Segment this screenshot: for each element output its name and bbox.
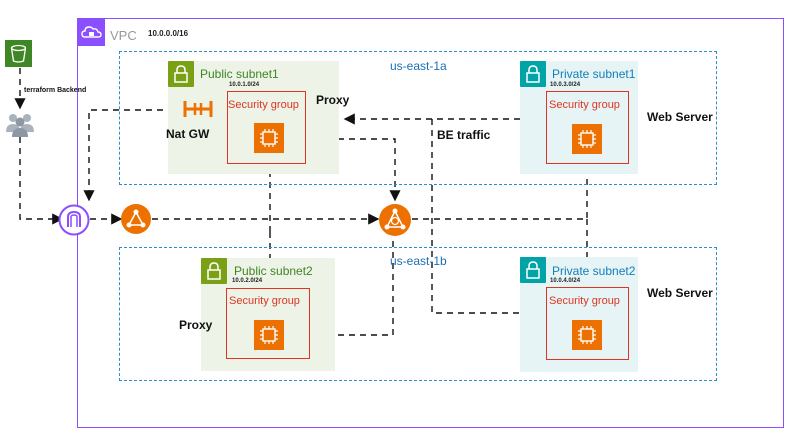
public-subnet-1-title: Public subnet1 (200, 67, 279, 81)
lock-icon (520, 61, 546, 87)
security-group-private-1 (546, 91, 629, 164)
private-subnet-2-title: Private subnet2 (552, 264, 636, 278)
load-balancer-icon (120, 203, 152, 235)
public-subnet-2-title: Public subnet2 (234, 264, 313, 278)
availability-zone-1b (119, 247, 717, 381)
proxy-label-bottom: Proxy (179, 318, 213, 332)
web-server-label-bottom: Web Server (647, 286, 713, 300)
security-group-public-1 (227, 91, 306, 164)
ec2-instance-icon (254, 320, 284, 350)
public-subnet-2-cidr: 10.0.2.0/24 (232, 278, 263, 284)
ec2-instance-icon (254, 123, 284, 153)
public-subnet-1 (168, 61, 339, 174)
users-to-igw-connector (19, 137, 64, 225)
security-group-label: Security group (549, 99, 620, 111)
private-subnet-2-cidr: 10.0.4.0/24 (550, 278, 581, 284)
nat-to-igw-connector (83, 109, 185, 202)
load-balancer-icon (378, 203, 412, 237)
terraform-backend-label: terraform Backend (24, 87, 87, 94)
az-1a-label: us-east-1a (390, 59, 447, 73)
lock-icon (168, 61, 194, 87)
security-group-public-2 (226, 288, 310, 359)
lb2-to-web1-connector (412, 158, 593, 220)
az-1b-label: us-east-1b (390, 254, 447, 268)
vpc-label: VPC (110, 28, 137, 43)
security-group-private-2 (546, 287, 629, 360)
vpc-cidr: 10.0.0.0/16 (148, 29, 189, 38)
lock-icon (201, 258, 227, 284)
web-server-label-top: Web Server (647, 110, 713, 124)
internet-gateway-icon (58, 204, 90, 236)
vpc-cloud-icon (77, 18, 105, 46)
s3-bucket-icon (5, 40, 32, 67)
security-group-label: Security group (549, 295, 620, 307)
private-subnet-1-cidr: 10.0.3.0/24 (550, 82, 581, 88)
public-subnet-1-cidr: 10.0.1.0/24 (229, 82, 260, 88)
private-subnet-1-title: Private subnet1 (552, 67, 636, 81)
nat-gw-label: Nat GW (166, 127, 210, 141)
be-traffic-label: BE traffic (437, 128, 491, 142)
nat-gateway-icon (181, 98, 215, 120)
ec2-instance-icon (572, 320, 602, 350)
security-group-label: Security group (228, 99, 299, 111)
proxy-label-top: Proxy (316, 93, 350, 107)
security-group-label: Security group (229, 295, 300, 307)
availability-zone-1a (119, 51, 717, 185)
ec2-instance-icon (572, 124, 602, 154)
users-icon (4, 110, 36, 138)
lock-icon (520, 257, 546, 283)
